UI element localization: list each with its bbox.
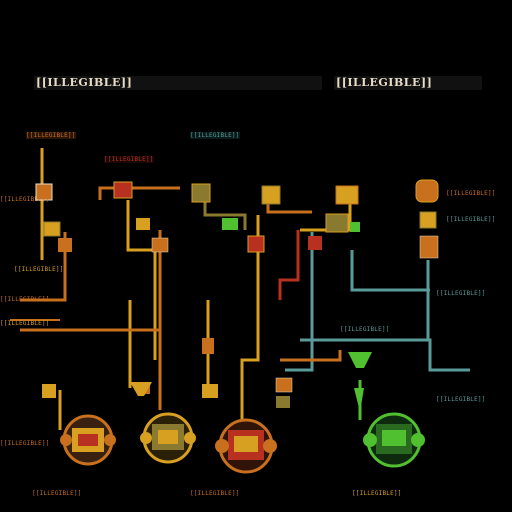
- connector: [300, 338, 470, 372]
- funnel-icon: [130, 382, 152, 396]
- node-box: [325, 213, 349, 233]
- node-box: [202, 338, 214, 354]
- label-left: [[ILLEGIBLE]]: [0, 440, 50, 447]
- diagram-title-left: [[ILLEGIBLE]]: [34, 76, 322, 90]
- label-left: [[ILLEGIBLE]]: [0, 296, 50, 303]
- diagram-title-right: [[ILLEGIBLE]]: [334, 76, 482, 90]
- label-right: [[ILLEGIBLE]]: [436, 290, 486, 297]
- label-left: [[ILLEGIBLE]]: [0, 320, 50, 327]
- gear-machine-icon: [215, 418, 277, 474]
- node-box: [247, 235, 265, 253]
- connector: [20, 328, 162, 410]
- gear-machine-icon: [140, 412, 196, 464]
- node-box: [419, 211, 437, 229]
- funnel-icons: [130, 352, 372, 412]
- connector: [278, 230, 300, 300]
- node-box: [113, 181, 133, 199]
- gear-machine-icon: [60, 414, 116, 466]
- label-right: [[ILLEGIBLE]]: [446, 216, 496, 223]
- label-right: [[ILLEGIBLE]]: [436, 396, 486, 403]
- connector: [350, 250, 430, 292]
- connector: [20, 232, 67, 302]
- node-box: [151, 237, 169, 253]
- node-box: [191, 183, 211, 203]
- node-box: [261, 185, 281, 205]
- node-box: [202, 384, 218, 398]
- label-left: [[ILLEGIBLE]]: [0, 196, 50, 203]
- connector-lines: [10, 148, 470, 430]
- label-left: [[ILLEGIBLE]]: [14, 266, 64, 273]
- label-second-row: [[ILLEGIBLE]]: [104, 156, 154, 163]
- funnel-icon: [354, 388, 364, 412]
- funnel-icon: [348, 352, 372, 368]
- connector: [203, 195, 247, 230]
- node-box: [276, 396, 290, 408]
- connector: [98, 186, 180, 200]
- nodes: [35, 179, 439, 408]
- label-top-left: [[ILLEGIBLE]]: [26, 132, 76, 139]
- label-top-right: [[ILLEGIBLE]]: [190, 132, 240, 139]
- node-box: [419, 235, 439, 259]
- node-box: [136, 218, 150, 230]
- node-box: [43, 221, 61, 237]
- connector: [240, 215, 260, 430]
- node-box: [35, 183, 53, 201]
- node-box: [58, 238, 72, 252]
- label-bottom: [[ILLEGIBLE]]: [352, 490, 402, 497]
- connector: [126, 200, 157, 360]
- gear-machine-icon: [363, 412, 425, 468]
- node-box: [308, 236, 322, 250]
- label-bottom: [[ILLEGIBLE]]: [190, 490, 240, 497]
- node-box: [222, 218, 238, 230]
- label-right: [[ILLEGIBLE]]: [340, 326, 390, 333]
- label-bottom: [[ILLEGIBLE]]: [32, 490, 82, 497]
- connector: [280, 350, 342, 362]
- node-box: [335, 185, 359, 205]
- connector: [285, 232, 314, 372]
- node-box: [42, 384, 56, 398]
- node-box: [350, 222, 360, 232]
- label-right: [[ILLEGIBLE]]: [446, 190, 496, 197]
- node-box: [275, 377, 293, 393]
- machine-icons: [60, 412, 425, 474]
- node-box: [415, 179, 439, 203]
